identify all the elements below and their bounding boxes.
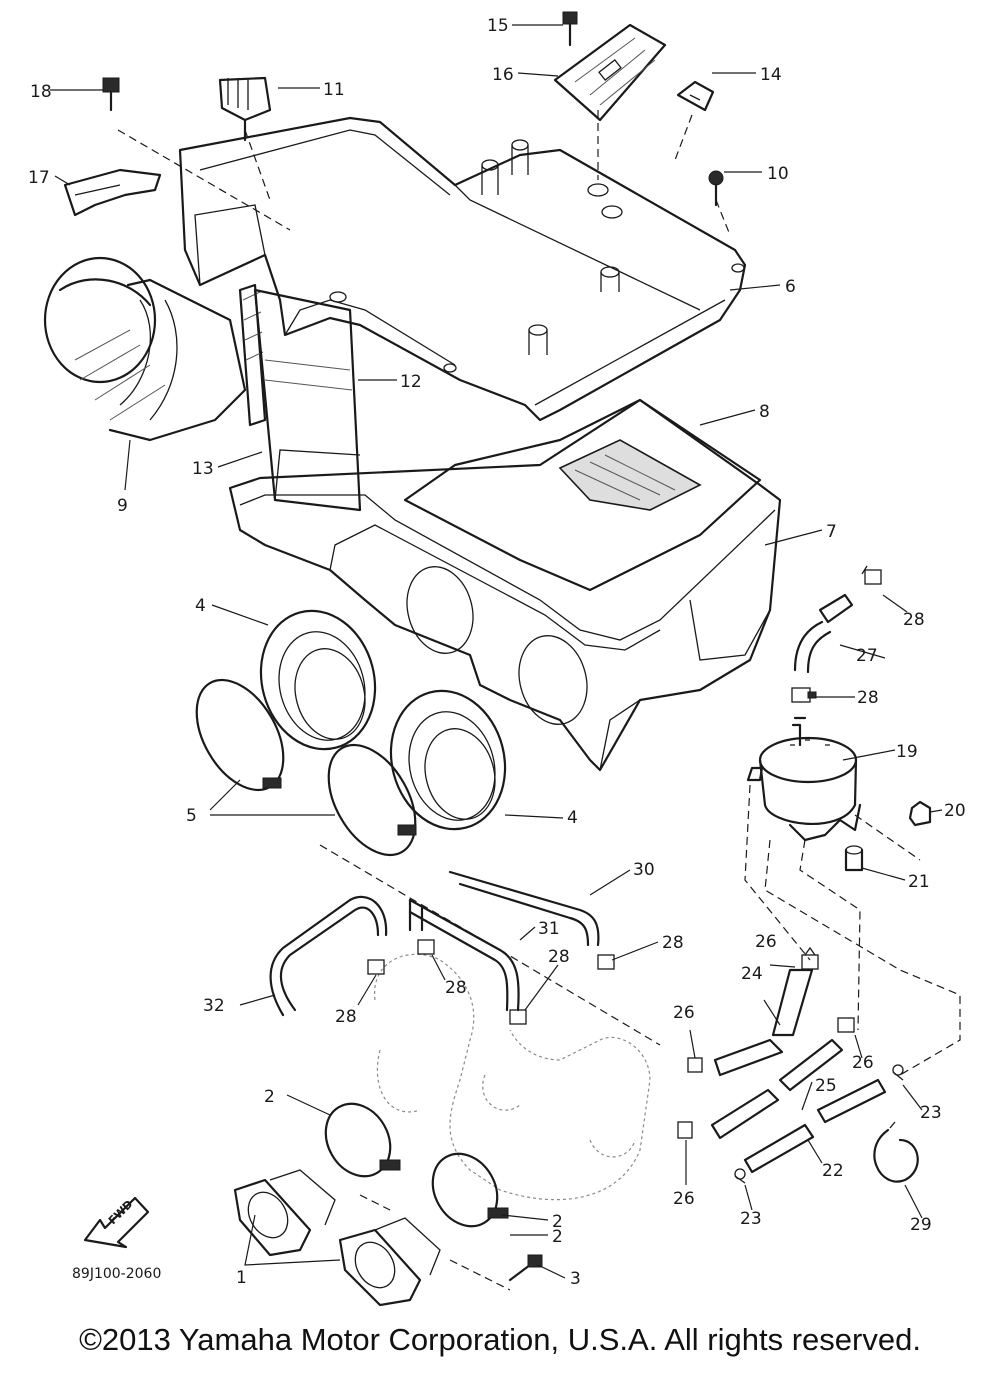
- part-number-23a: 23: [920, 1103, 942, 1123]
- part-number-23b: 23: [740, 1209, 762, 1229]
- leader-lines: [50, 24, 943, 1279]
- hose-30: [448, 870, 600, 947]
- cover-plate-16: [553, 23, 667, 122]
- hose-32: [269, 895, 388, 1017]
- clip-23-1: [892, 1064, 904, 1081]
- part-number-2b: 2: [552, 1212, 563, 1232]
- hose-27: [793, 593, 854, 674]
- hose-clamp-5-left: [195, 678, 285, 792]
- part-number-1: 1: [236, 1268, 247, 1288]
- clip-23-2: [734, 1168, 746, 1184]
- part-number-26a: 26: [755, 932, 777, 952]
- air-cleaner-cap-6: [178, 116, 747, 422]
- bracket-17: [63, 168, 162, 217]
- carburetor-clamp-2-right: [431, 1152, 509, 1228]
- hose-24: [713, 968, 814, 1077]
- forward-arrow-icon: FWD: [83, 1196, 150, 1249]
- part-number-4a: 4: [195, 596, 206, 616]
- screw-10: [708, 170, 724, 207]
- part-number-32: 32: [203, 996, 225, 1016]
- part-number-18: 18: [30, 82, 52, 102]
- part-number-14: 14: [760, 65, 782, 85]
- part-number-19: 19: [896, 742, 918, 762]
- carburetor-ghost: [374, 953, 651, 1201]
- hose-22: [743, 1078, 887, 1174]
- clip-28-6: [597, 954, 615, 970]
- joint-4-left: [259, 609, 377, 751]
- clip-28-1: [861, 565, 882, 585]
- part-number-7: 7: [826, 522, 837, 542]
- hose-21: [844, 845, 864, 872]
- part-number-28a: 28: [903, 610, 925, 630]
- part-number-24: 24: [741, 964, 763, 984]
- hose-25: [710, 1038, 844, 1140]
- part-number-26b: 26: [673, 1003, 695, 1023]
- rubber-20: [908, 800, 932, 827]
- part-number-28e: 28: [445, 978, 467, 998]
- hose-31: [408, 898, 520, 1012]
- drawing-code: 89J100-2060: [72, 1266, 161, 1282]
- part-number-28f: 28: [335, 1007, 357, 1027]
- part-number-9: 9: [117, 496, 128, 516]
- part-number-30: 30: [633, 860, 655, 880]
- part-number-26d: 26: [673, 1189, 695, 1209]
- joint-4-right: [389, 689, 507, 831]
- part-number-3: 3: [570, 1269, 581, 1289]
- part-number-4b: 4: [567, 808, 578, 828]
- part-number-2c: 2: [552, 1227, 563, 1247]
- clamp-14: [676, 80, 715, 112]
- clip-26-1: [801, 946, 819, 970]
- part-number-12: 12: [400, 372, 422, 392]
- clip-28-5: [509, 1009, 527, 1025]
- clip-26-2: [687, 1057, 703, 1073]
- part-number-29: 29: [910, 1215, 932, 1235]
- part-number-8: 8: [759, 402, 770, 422]
- part-number-28b: 28: [857, 688, 879, 708]
- part-number-20: 20: [944, 801, 966, 821]
- air-cleaner-case-7: [228, 398, 782, 772]
- part-number-17: 17: [28, 168, 50, 188]
- part-number-28c: 28: [662, 933, 684, 953]
- hose-clamp-5-right: [327, 743, 417, 857]
- part-number-6: 6: [785, 277, 796, 297]
- air-cleaner-cover-8: [403, 398, 762, 592]
- part-number-25: 25: [815, 1076, 837, 1096]
- part-number-28d: 28: [548, 947, 570, 967]
- element-12: [238, 283, 267, 427]
- carburetor-joint-1-right: [338, 1217, 441, 1307]
- part-number-10: 10: [767, 164, 789, 184]
- carburetor-joint-1-left: [233, 1169, 336, 1257]
- part-number-21: 21: [908, 872, 930, 892]
- duct-13: [253, 288, 362, 512]
- bolt-15: [562, 11, 578, 47]
- intake-duct-9: [43, 256, 247, 442]
- clip-28-4: [417, 939, 435, 955]
- bolt-18: [102, 77, 120, 112]
- copyright-notice: ©2013 Yamaha Motor Corporation, U.S.A. A…: [79, 1322, 921, 1357]
- clip-28-2: [791, 687, 817, 703]
- part-number-26c: 26: [852, 1053, 874, 1073]
- part-number-31: 31: [538, 919, 560, 939]
- clip-26-3: [837, 1017, 855, 1033]
- clip-28-3: [367, 959, 385, 975]
- part-number-5: 5: [186, 806, 197, 826]
- fuel-pump-19: [746, 716, 862, 842]
- screw-3: [508, 1254, 543, 1282]
- band-29: [873, 1121, 919, 1183]
- carburetor-clamp-2-left: [324, 1102, 401, 1178]
- part-number-2a: 2: [264, 1087, 275, 1107]
- part-number-22: 22: [822, 1161, 844, 1181]
- part-number-11: 11: [323, 80, 345, 100]
- clip-26-4: [677, 1121, 693, 1139]
- part-number-16: 16: [492, 65, 514, 85]
- part-number-15: 15: [487, 16, 509, 36]
- part-number-13: 13: [192, 459, 214, 479]
- part-number-27: 27: [856, 646, 878, 666]
